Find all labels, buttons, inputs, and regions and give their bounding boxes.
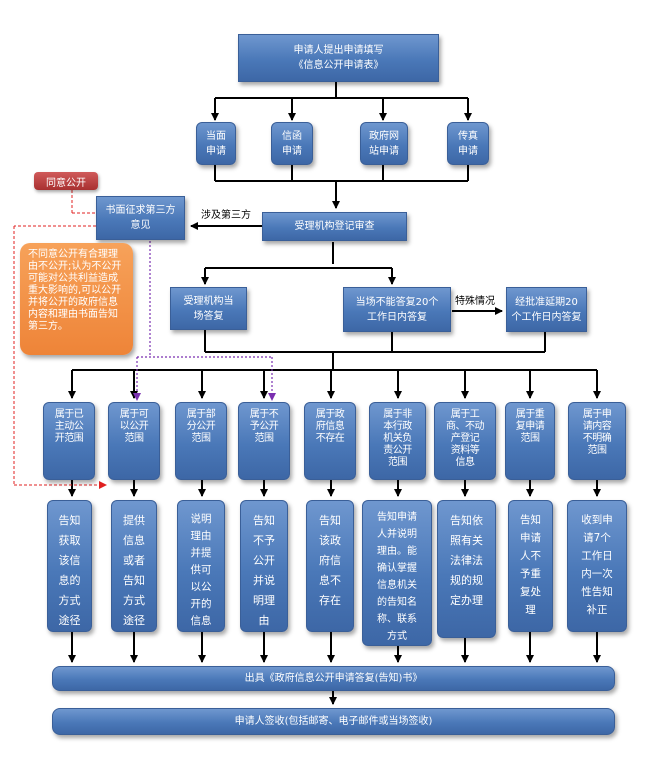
category-box: 属于政 府信息 不存在 [304, 402, 356, 480]
agree-disclosure-tag: 同意公开 [34, 172, 98, 190]
involves-third-party-label: 涉及第三方 [201, 210, 251, 221]
channel-website: 政府网 站申请 [360, 122, 408, 165]
channel-in-person: 当面 申请 [196, 122, 236, 165]
register-review-box: 受理机构登记审查 [262, 212, 407, 241]
answer-box: 告知 不予 公开 并说 明理 由 [240, 500, 288, 632]
answer-box: 告知依 照有关 法律法 规的规 定办理 [437, 500, 496, 638]
application-start-line1: 申请人提出申请填写 [293, 45, 384, 56]
extension-20-days-box: 经批准延期20 个工作日内答复 [506, 287, 587, 332]
immediate-reply-box: 受理机构当 场答复 [170, 287, 247, 330]
category-box: 属于工 商、不动 产登记 资料等 信息 [434, 402, 496, 480]
answer-box: 告知 申请 人不 予重 复处 理 [508, 500, 553, 632]
special-case-label: 特殊情况 [455, 296, 495, 307]
application-start-box: 申请人提出申请填写 《信息公开申请表》 [238, 34, 439, 82]
answer-box: 告知申请 人并说明 理由。能 确认掌握 信息机关 的告知名 称、联系 方式 [362, 500, 432, 646]
answer-box: 提供 信息 或者 告知 方式 途径 [111, 500, 157, 632]
application-start-line2: 《信息公开申请表》 [293, 60, 384, 71]
answer-box: 收到申 请7个 工作日 内一次 性告知 补正 [567, 500, 627, 632]
refusal-note: 不同意公开有合理理由不公开;认为不公开可能对公共利益造成重大影响的,可以公开并将… [20, 243, 133, 355]
category-box: 属于重 复申请 范围 [505, 402, 555, 480]
answer-box: 说明 理由 并提 供可 以公 开的 信息 [177, 500, 225, 632]
category-box: 属于部 分公开 范围 [175, 402, 227, 480]
applicant-receipt-bar: 申请人签收(包括邮寄、电子邮件或当场签收) [52, 708, 615, 735]
channel-fax: 传真 申请 [447, 122, 489, 165]
issue-reply-letter-bar: 出具《政府信息公开申请答复(告知)书》 [52, 666, 615, 691]
channel-letter: 信函 申请 [271, 122, 313, 165]
category-box: 属于不 予公开 范围 [238, 402, 290, 480]
third-party-consult-box: 书面征求第三方 意见 [96, 196, 185, 240]
category-box: 属于可 以公开 范围 [108, 402, 160, 480]
category-box: 属于非 本行政 机关负 责公开 范围 [369, 402, 426, 480]
category-box: 属于已 主动公 开范围 [43, 402, 95, 480]
answer-box: 告知 该政 府信 息不 存在 [306, 500, 354, 632]
category-box: 属于申 请内容 不明确 范围 [568, 402, 626, 480]
answer-box: 告知 获取 该信 息的 方式 途径 [47, 500, 92, 632]
reply-in-20-days-box: 当场不能答复20个 工作日内答复 [343, 287, 451, 332]
